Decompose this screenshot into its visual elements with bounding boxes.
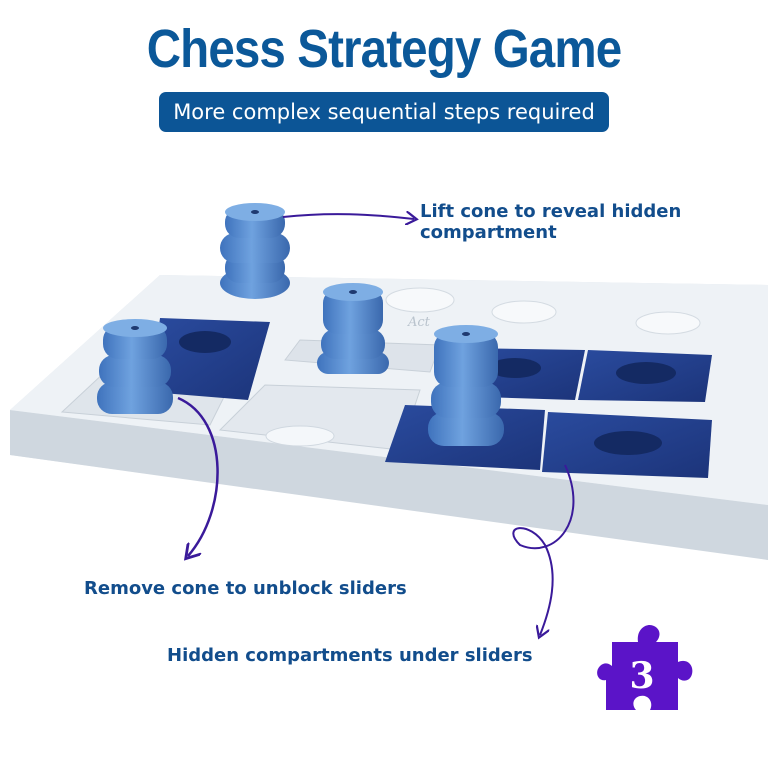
cone[interactable]: [97, 319, 173, 414]
page-title: Chess Strategy Game: [146, 19, 622, 79]
arrow-lift: [282, 214, 414, 219]
cone[interactable]: [220, 203, 290, 299]
slider-hole: [616, 362, 676, 384]
arrow-hidden: [512, 464, 575, 635]
callout-hidden-compartments: Hidden compartments under sliders: [167, 645, 533, 666]
game-board: Act: [10, 275, 768, 560]
board-logo: Act: [407, 315, 431, 330]
slider-block[interactable]: [150, 318, 270, 400]
board-hole: [265, 425, 335, 447]
slider-hole: [489, 358, 541, 378]
puzzle-piece-icon: 3: [597, 624, 693, 710]
cone[interactable]: [428, 325, 504, 446]
arrow-remove: [177, 396, 219, 556]
subtitle-badge: More complex sequential steps required: [159, 92, 609, 132]
board-hole: [635, 311, 701, 335]
board-hole: [385, 287, 455, 313]
cone[interactable]: [317, 283, 389, 374]
callout-lift-cone: Lift cone to reveal hidden compartment: [420, 201, 682, 243]
slider-hole: [179, 331, 231, 353]
board-hole: [491, 300, 557, 324]
puzzle-number: 3: [629, 655, 654, 697]
callout-remove-cone: Remove cone to unblock sliders: [84, 578, 407, 599]
slider-hole: [594, 431, 662, 455]
